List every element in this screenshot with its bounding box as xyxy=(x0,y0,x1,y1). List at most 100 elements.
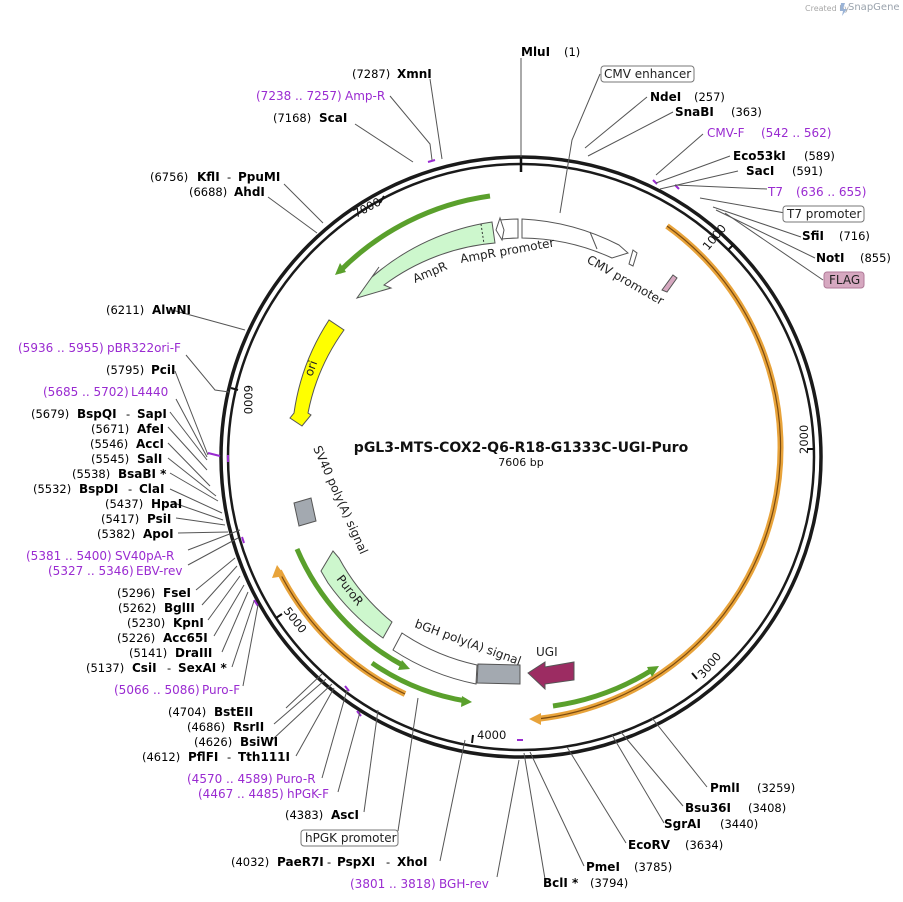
enzyme-label-bsu36i: Bsu36I xyxy=(685,801,731,815)
enzyme-pos-paer7i: (4032) xyxy=(231,855,269,869)
leader-lines-right xyxy=(496,58,824,880)
enzyme-pos-kpni: (5230) xyxy=(127,616,165,630)
enzyme-label-apoi: ApoI xyxy=(143,527,174,541)
enzyme-label-kfli: KflI xyxy=(197,170,220,184)
enzyme-pos-fsei: (5296) xyxy=(117,586,155,600)
enzyme-pos-hpai: (5437) xyxy=(105,497,143,511)
enzyme-pos-bglii: (5262) xyxy=(118,601,156,615)
cmv-divider xyxy=(589,231,598,250)
enzyme-label-afei: AfeI xyxy=(137,422,164,436)
primer-range-t7: (636 .. 655) xyxy=(796,185,866,199)
enzyme-pos-pmei: (3785) xyxy=(634,860,672,874)
enzyme-label-ndei: NdeI xyxy=(650,90,681,104)
tick-1000 xyxy=(727,244,734,251)
enzyme-label-csii: CsiI xyxy=(132,661,157,675)
enzyme-label-paer7i: PaeR7I xyxy=(277,855,324,869)
enzyme-pos-pmli: (3259) xyxy=(757,781,795,795)
orf-arc-left-core xyxy=(278,570,406,695)
orf-arc-large-core xyxy=(536,225,782,720)
ugi-feature xyxy=(527,661,575,691)
enzyme-label-ecorv: EcoRV xyxy=(628,838,671,852)
enzyme-pos-kfli: (6756) xyxy=(150,170,188,184)
primer-label-ebv-rev: EBV-rev xyxy=(136,564,182,578)
enzyme-label-bsabi: BsaBI * xyxy=(118,467,167,481)
enzyme-pos-ndei: (257) xyxy=(694,90,725,104)
orf-arc-large-head xyxy=(529,713,541,725)
primer-label-sv40pa-r: SV40pA-R xyxy=(115,549,174,563)
enzyme-pos-noti: (855) xyxy=(860,251,891,265)
cmv-enhancer-box xyxy=(600,65,695,83)
enzyme-label-scai: ScaI xyxy=(319,111,347,125)
enzyme-pos-ahdi: (6688) xyxy=(189,185,227,199)
primer-range-puro-r: (4570 .. 4589) xyxy=(187,772,273,786)
enzyme-label-pspxi: PspXI xyxy=(337,855,375,869)
boxed-label-t7-promoter: T7 promoter xyxy=(786,207,862,221)
hpgk-promoter-box xyxy=(300,829,399,847)
enzyme-label-bcli: BclI * xyxy=(543,876,579,890)
enzyme-label-bspqi: BspQI xyxy=(77,407,117,421)
enzyme-label-snabi: SnaBI xyxy=(675,105,714,119)
primer-label-hpgk-f: hPGK-F xyxy=(287,787,329,801)
enzyme-dash-kfli: - xyxy=(227,170,231,184)
primer-range-l4440: (5685 .. 5702) xyxy=(43,385,129,399)
enzyme-label-psii: PsiI xyxy=(147,512,171,526)
enzyme-pos-psii: (5417) xyxy=(101,512,139,526)
snapgene-logo-icon xyxy=(840,3,847,16)
primer-label-bgh-rev: BGH-rev xyxy=(439,877,489,891)
enzyme-label-sfii: SfiI xyxy=(802,229,824,243)
enzyme-pos-acc65i: (5226) xyxy=(117,631,155,645)
green-arc-top xyxy=(337,193,491,274)
ampr-divider xyxy=(480,223,485,245)
primer-label-cmv-f: CMV-F xyxy=(707,126,745,140)
enzyme-label-acci: AccI xyxy=(136,437,164,451)
tick-4000 xyxy=(471,734,474,744)
enzyme-label-bspdi: BspDI xyxy=(79,482,118,496)
enzyme-pos-bcli: (3794) xyxy=(590,876,628,890)
tick-label-6000: 6000 xyxy=(241,385,255,414)
primer-range-ebv-rev: (5327 .. 5346) xyxy=(48,564,134,578)
enzyme-pos-eco53ki: (589) xyxy=(804,149,835,163)
enzyme-label-pmli: PmlI xyxy=(710,781,740,795)
tick-5000 xyxy=(275,613,283,619)
primer-label-puro-f: Puro-F xyxy=(202,683,240,697)
credit-prefix: Created by xyxy=(805,4,849,13)
credit-brand: SnapGene xyxy=(848,2,900,13)
tick-label-2000: 2000 xyxy=(797,425,811,454)
flag-box xyxy=(823,271,865,289)
feature-label-cmv-promoter: CMV promoter xyxy=(585,252,667,307)
enzyme-label-sexai: SexAI * xyxy=(178,661,227,675)
enzyme-pos-saci: (591) xyxy=(792,164,823,178)
tick-label-4000: 4000 xyxy=(477,728,506,742)
puror-feature xyxy=(320,550,393,639)
enzyme-label-kpni: KpnI xyxy=(173,616,204,630)
enzyme-label-ppumi: PpuMI xyxy=(238,170,280,184)
primer-label-t7: T7 xyxy=(767,185,783,199)
plasmid-name: pGL3-MTS-COX2-Q6-R18-G1333C-UGI-Puro xyxy=(354,440,689,456)
primer-label-amp-r: Amp-R xyxy=(345,89,385,103)
primer-range-hpgk-f: (4467 .. 4485) xyxy=(198,787,284,801)
green-arc-puro xyxy=(294,548,406,669)
enzyme-label-sali: SalI xyxy=(137,452,162,466)
enzyme-pos-alwni: (6211) xyxy=(106,303,144,317)
enzyme-label-tth111i: Tth111I xyxy=(238,750,290,764)
enzyme-label-sapi: SapI xyxy=(137,407,167,421)
flag-marker xyxy=(661,274,678,293)
enzyme-label-acc65i: Acc65I xyxy=(163,631,208,645)
enzyme-dash-pflfi: - xyxy=(227,750,231,764)
enzyme-dash-pspxi: - xyxy=(386,855,390,869)
green-arc-puro2 xyxy=(370,660,467,704)
enzyme-pos-pcii: (5795) xyxy=(106,363,144,377)
primer-range-puro-f: (5066 .. 5086) xyxy=(114,683,200,697)
ampr-feature xyxy=(355,221,496,299)
enzyme-dash-bspqi: - xyxy=(126,407,130,421)
feature-label-sv40-polya: SV40 poly(A) signal xyxy=(310,444,370,557)
boxed-label-cmv-enhancer: CMV enhancer xyxy=(604,67,691,81)
sv40-polya-box xyxy=(293,497,317,527)
enzyme-pos-rsrii: (4686) xyxy=(187,720,225,734)
enzyme-pos-bspdi: (5532) xyxy=(33,482,71,496)
enzyme-dash-csii: - xyxy=(167,661,171,675)
enzyme-label-fsei: FseI xyxy=(163,586,191,600)
enzyme-label-noti: NotI xyxy=(816,251,845,265)
enzyme-label-mlui: MluI xyxy=(521,45,550,59)
